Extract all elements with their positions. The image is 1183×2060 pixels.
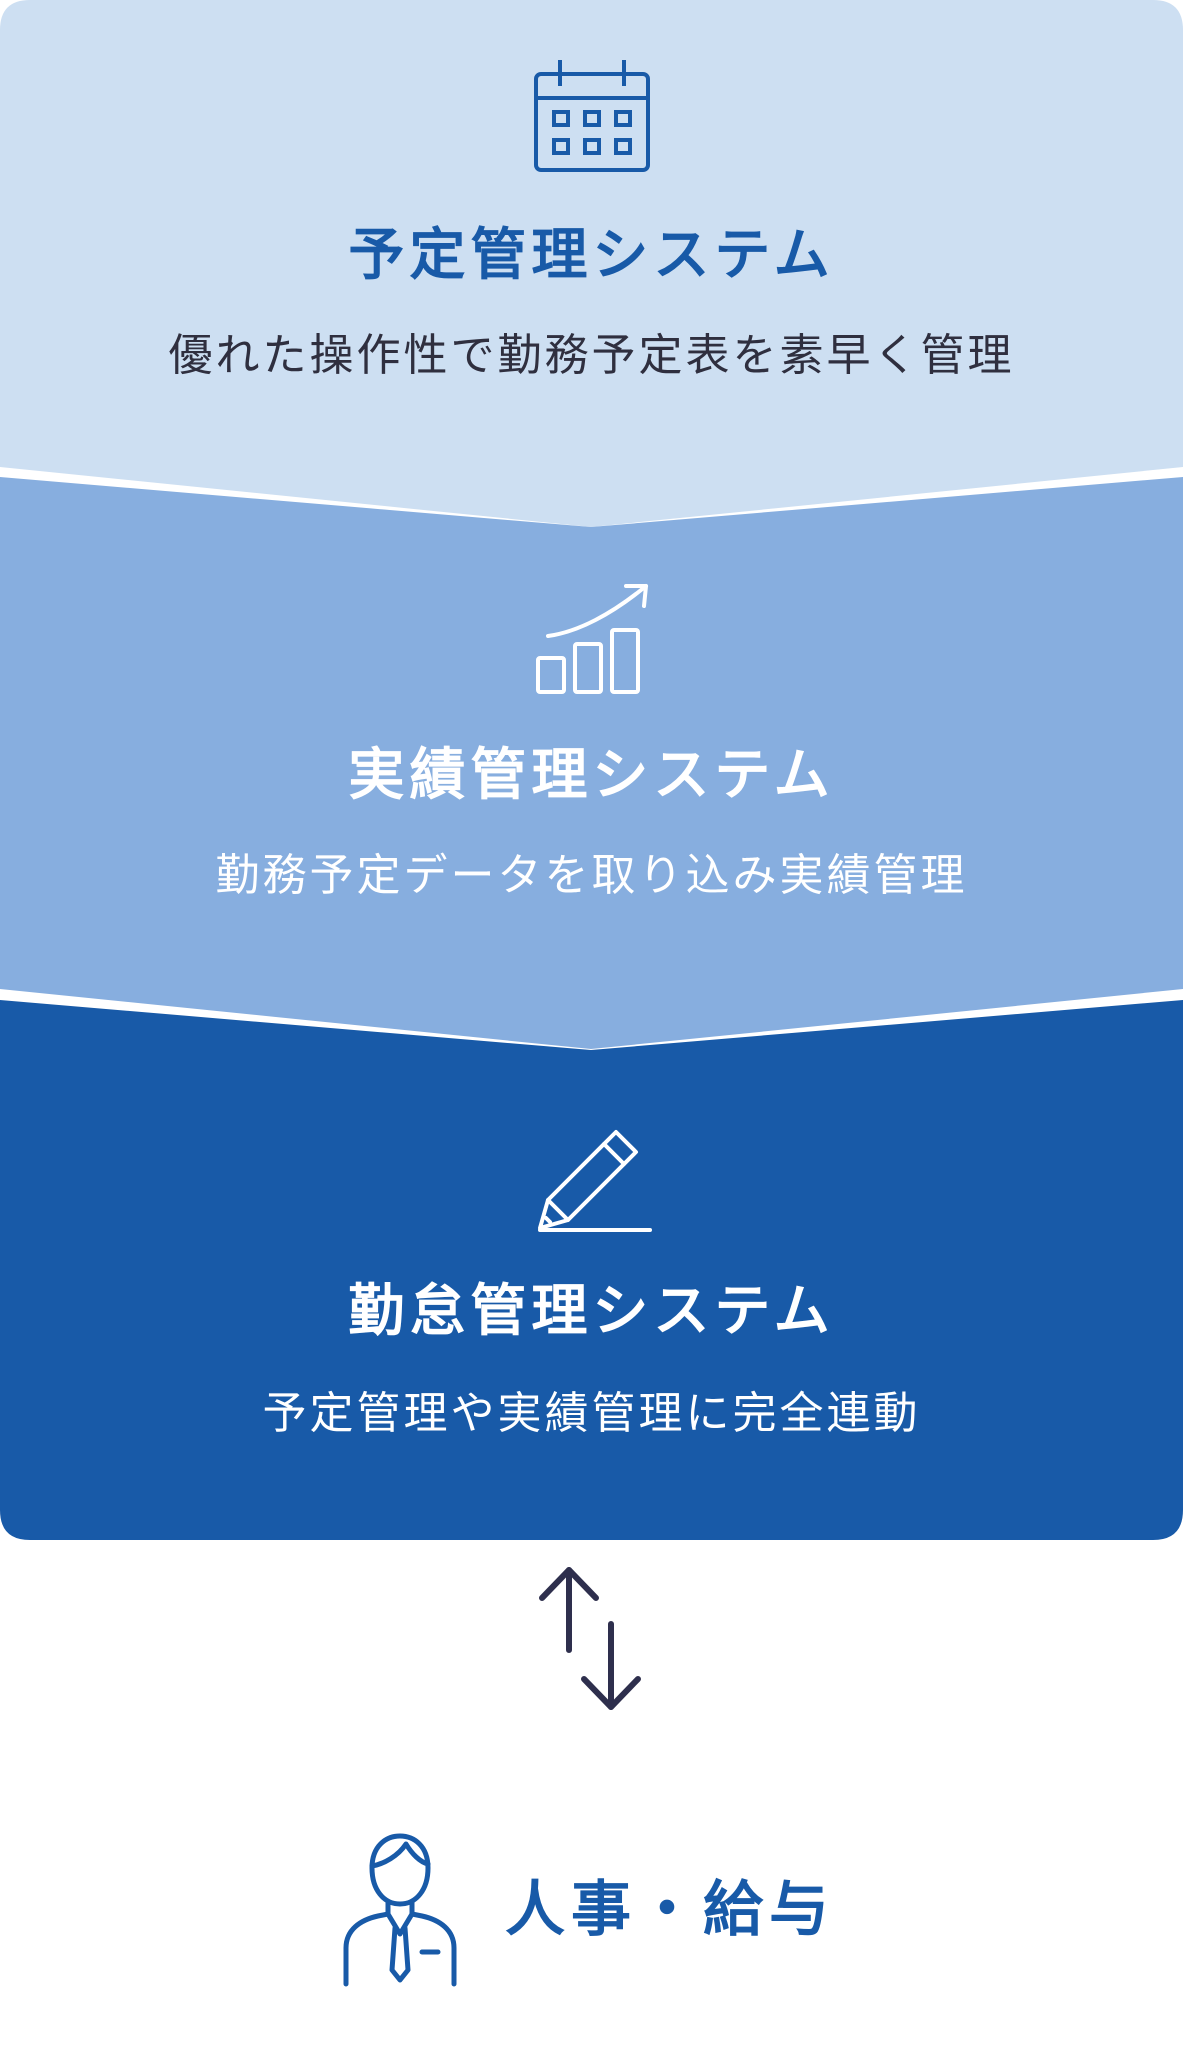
record-layer-background — [0, 477, 1183, 1049]
schedule-layer-background — [0, 0, 1183, 527]
person-icon — [343, 1833, 457, 1987]
record-management-layer: 実績管理システム 勤務予定データを取り込み実績管理 — [0, 477, 1183, 1057]
record-system-title: 実績管理システム — [348, 743, 835, 808]
schedule-management-layer: 予定管理システム 優れた操作性で勤務予定表を素早く管理 — [0, 0, 1183, 530]
system-stack: 予定管理システム 優れた操作性で勤務予定表を素早く管理 実績管理システム 勤務予… — [0, 0, 1183, 1540]
pencil-icon — [537, 1130, 652, 1232]
hr-payroll-label: 人事・給与 — [505, 1875, 835, 1945]
bidirectional-arrows-icon — [539, 1567, 641, 1710]
hr-payroll-output: 人事・給与 — [0, 1830, 1183, 1990]
schedule-system-title: 予定管理システム — [348, 223, 835, 288]
record-system-description: 勤務予定データを取り込み実績管理 — [215, 850, 968, 901]
schedule-system-description: 優れた操作性で勤務予定表を素早く管理 — [168, 330, 1015, 381]
attendance-system-title: 勤怠管理システム — [348, 1279, 835, 1344]
attendance-system-description: 予定管理や実績管理に完全連動 — [262, 1388, 921, 1439]
calendar-icon — [533, 60, 650, 172]
growth-chart-icon — [535, 584, 648, 694]
attendance-layer-background — [0, 1000, 1183, 1540]
attendance-management-layer: 勤怠管理システム 予定管理や実績管理に完全連動 — [0, 1000, 1183, 1540]
